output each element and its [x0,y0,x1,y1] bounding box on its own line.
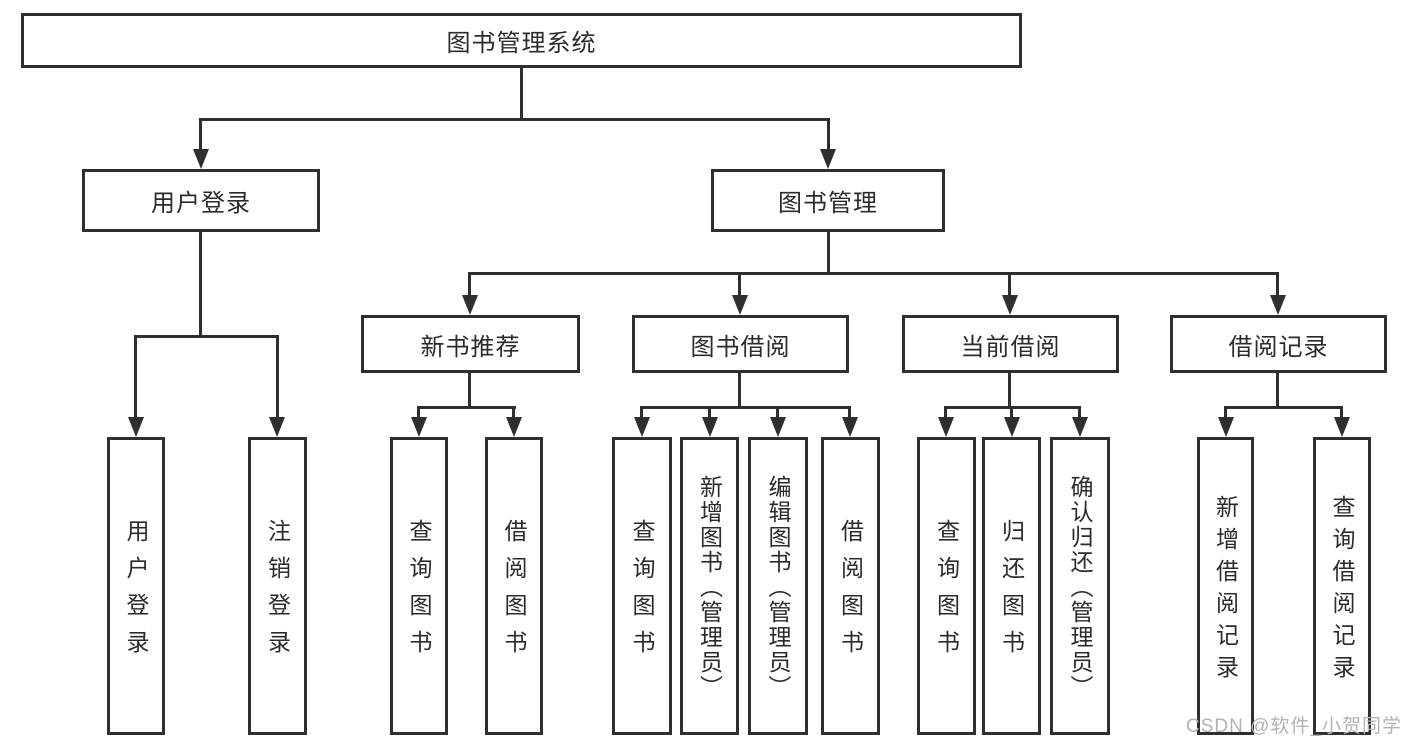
connector-drop-user-login [199,118,202,152]
leaf-logout-label: 注销登录 [264,519,291,667]
leaf-return-books-label: 归还图书 [998,519,1025,667]
connector-root-stem [520,68,523,118]
leaf-user-login: 用户登录 [107,437,165,735]
connector-drop-book-borrow [738,272,741,298]
arrow-down-icon [506,417,522,437]
arrow-down-icon [938,417,954,437]
arrow-down-icon [462,295,478,315]
leaf-borrow-books-recommend: 借阅图书 [485,437,543,735]
connector-current-borrow-stem [1008,373,1011,406]
connector-drop [512,406,515,419]
arrow-down-icon [820,149,836,169]
node-root-label: 图书管理系统 [446,30,597,57]
leaf-borrow-books: 借阅图书 [821,437,880,735]
connector-drop [640,406,643,419]
arrow-down-icon [1002,295,1018,315]
arrow-down-icon [770,417,786,437]
connector-book-borrow-stem [738,373,741,406]
connector-user-login-stem [199,232,202,335]
node-root: 图书管理系统 [21,13,1022,68]
leaf-query-books-recommend-label: 查询图书 [406,519,432,667]
connector-user-login-rail [134,335,279,338]
node-user-login: 用户登录 [82,169,320,232]
leaf-add-borrow-record-label: 新增借阅记录 [1212,494,1239,687]
connector-book-mgmt-stem [827,232,830,272]
connector-drop [1340,406,1343,419]
connector-drop [1224,406,1227,419]
node-current-borrow-label: 当前借阅 [960,333,1061,361]
leaf-query-borrow-record: 查询借阅记录 [1313,437,1371,735]
leaf-edit-book-admin: 编辑图书（管理员） [748,437,808,735]
connector-book-borrow-rail [640,406,851,409]
leaf-add-borrow-record: 新增借阅记录 [1197,437,1254,735]
leaf-query-books-current: 查询图书 [917,437,976,735]
arrow-down-icon [128,417,144,437]
connector-book-mgmt-rail [468,272,1279,275]
connector-drop-leaf-user-login [134,335,137,419]
arrow-down-icon [842,417,858,437]
connector-drop [848,406,851,419]
node-book-mgmt: 图书管理 [711,169,945,232]
arrow-down-icon [193,149,209,169]
arrow-down-icon [1218,417,1234,437]
connector-drop [1010,406,1013,419]
arrow-down-icon [1334,417,1350,437]
arrow-down-icon [1270,295,1286,315]
connector-drop-new-book [468,272,471,298]
connector-new-book-rail [417,406,516,409]
arrow-down-icon [702,417,718,437]
connector-drop-current-borrow [1008,272,1011,298]
node-borrow-records-label: 借阅记录 [1228,333,1329,361]
connector-drop [417,406,420,419]
arrow-down-icon [269,417,285,437]
leaf-confirm-return-admin-label: 确认归还（管理员） [1067,474,1093,700]
arrow-down-icon [1004,417,1020,437]
node-user-login-label: 用户登录 [151,190,251,217]
leaf-borrow-books-label: 借阅图书 [837,519,864,667]
connector-drop [776,406,779,419]
node-book-borrow: 图书借阅 [632,315,849,373]
connector-borrow-records-rail [1224,406,1343,409]
connector-borrow-records-stem [1276,373,1279,406]
leaf-edit-book-admin-label: 编辑图书（管理员） [765,474,791,700]
node-borrow-records: 借阅记录 [1170,315,1387,373]
connector-drop-leaf-logout [276,335,279,419]
connector-drop [944,406,947,419]
leaf-confirm-return-admin: 确认归还（管理员） [1050,437,1110,735]
arrow-down-icon [732,295,748,315]
arrow-down-icon [1072,417,1088,437]
node-new-book-recommend: 新书推荐 [361,315,580,373]
leaf-query-books-current-label: 查询图书 [933,519,960,667]
connector-drop [1078,406,1081,419]
connector-drop-borrow-records [1276,272,1279,298]
leaf-logout: 注销登录 [248,437,307,735]
leaf-borrow-books-recommend-label: 借阅图书 [501,519,527,667]
leaf-add-book-admin-label: 新增图书（管理员） [696,474,723,700]
leaf-query-books-borrow: 查询图书 [612,437,672,735]
leaf-query-borrow-record-label: 查询借阅记录 [1329,494,1355,687]
leaf-add-book-admin: 新增图书（管理员） [680,437,739,735]
connector-drop [708,406,711,419]
arrow-down-icon [411,417,427,437]
leaf-query-books-borrow-label: 查询图书 [629,519,655,667]
connector-new-book-stem [468,373,471,406]
node-new-book-recommend-label: 新书推荐 [420,333,521,361]
arrow-down-icon [634,417,650,437]
watermark: CSDN @软件_小贺同学 [1186,716,1402,737]
leaf-return-books: 归还图书 [982,437,1041,735]
connector-drop-book-mgmt [827,118,830,152]
node-current-borrow: 当前借阅 [902,315,1119,373]
leaf-user-login-label: 用户登录 [123,519,149,667]
connector-root-rail [199,118,830,121]
node-book-mgmt-label: 图书管理 [778,190,878,217]
leaf-query-books-recommend: 查询图书 [390,437,448,735]
node-book-borrow-label: 图书借阅 [690,333,791,361]
